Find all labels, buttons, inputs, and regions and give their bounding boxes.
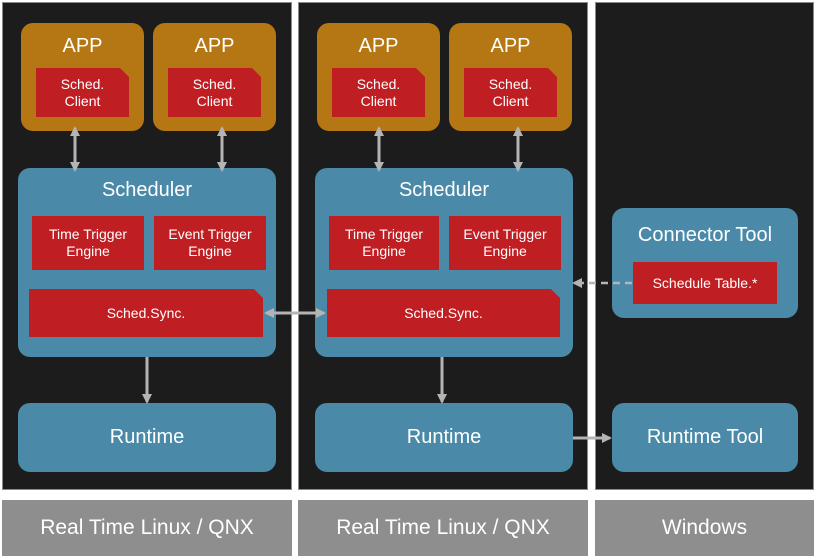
app-title: APP: [62, 35, 103, 57]
sched-client: Sched. Client: [464, 68, 557, 117]
os-label-linux-2: Real Time Linux / QNX: [298, 500, 588, 556]
sched-sync: Sched.Sync.: [29, 289, 263, 337]
schedule-table: Schedule Table.*: [633, 262, 777, 304]
runtime-box: Runtime: [315, 403, 573, 472]
app-box: APP Sched. Client: [317, 23, 440, 131]
connector-tool-title: Connector Tool: [637, 224, 773, 246]
scheduler-box: Scheduler Time Trigger Engine Event Trig…: [18, 168, 276, 357]
scheduler-title: Scheduler: [101, 179, 193, 201]
app-box: APP Sched. Client: [449, 23, 572, 131]
scheduler-box: Scheduler Time Trigger Engine Event Trig…: [315, 168, 573, 357]
runtime-box: Runtime: [18, 403, 276, 472]
os-label-windows: Windows: [595, 500, 814, 556]
os-label-linux-1: Real Time Linux / QNX: [2, 500, 292, 556]
app-title: APP: [358, 35, 399, 57]
runtime-tool-label: Runtime Tool: [646, 426, 764, 448]
app-box: APP Sched. Client: [153, 23, 276, 131]
app-box: APP Sched. Client: [21, 23, 144, 131]
runtime-tool-box: Runtime Tool: [612, 403, 798, 472]
sched-sync: Sched.Sync.: [327, 289, 560, 337]
connector-tool-box: Connector Tool Schedule Table.*: [612, 208, 798, 318]
sched-client: Sched. Client: [332, 68, 425, 117]
sched-client: Sched. Client: [168, 68, 261, 117]
app-title: APP: [490, 35, 531, 57]
runtime-label: Runtime: [406, 426, 482, 448]
sched-client: Sched. Client: [36, 68, 129, 117]
runtime-label: Runtime: [109, 426, 185, 448]
event-trigger-engine: Event Trigger Engine: [154, 216, 266, 270]
app-title: APP: [194, 35, 235, 57]
time-trigger-engine: Time Trigger Engine: [32, 216, 144, 270]
event-trigger-engine: Event Trigger Engine: [449, 216, 561, 270]
scheduler-title: Scheduler: [398, 179, 490, 201]
time-trigger-engine: Time Trigger Engine: [329, 216, 439, 270]
